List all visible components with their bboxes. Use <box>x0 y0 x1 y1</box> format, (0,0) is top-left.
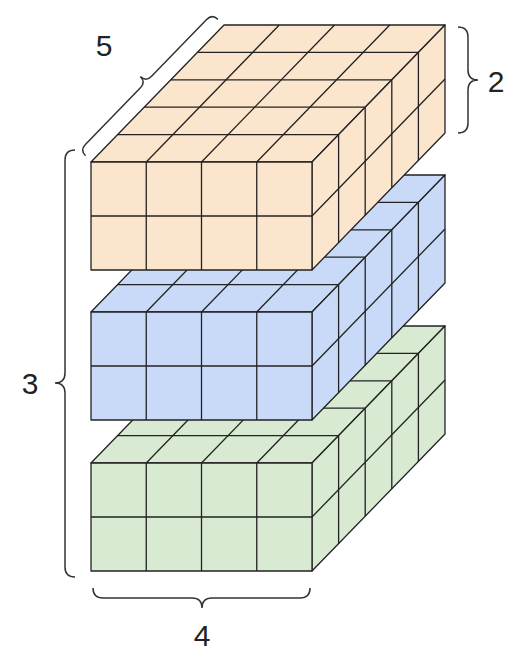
depth-brace <box>74 8 218 155</box>
height-brace <box>55 150 75 577</box>
height-label: 3 <box>22 369 39 399</box>
width-brace <box>93 588 310 608</box>
orange-slab <box>91 25 445 270</box>
rows-label: 2 <box>488 67 505 97</box>
width-label: 4 <box>194 621 211 651</box>
depth-label: 5 <box>96 31 113 61</box>
rows-brace <box>458 27 478 133</box>
